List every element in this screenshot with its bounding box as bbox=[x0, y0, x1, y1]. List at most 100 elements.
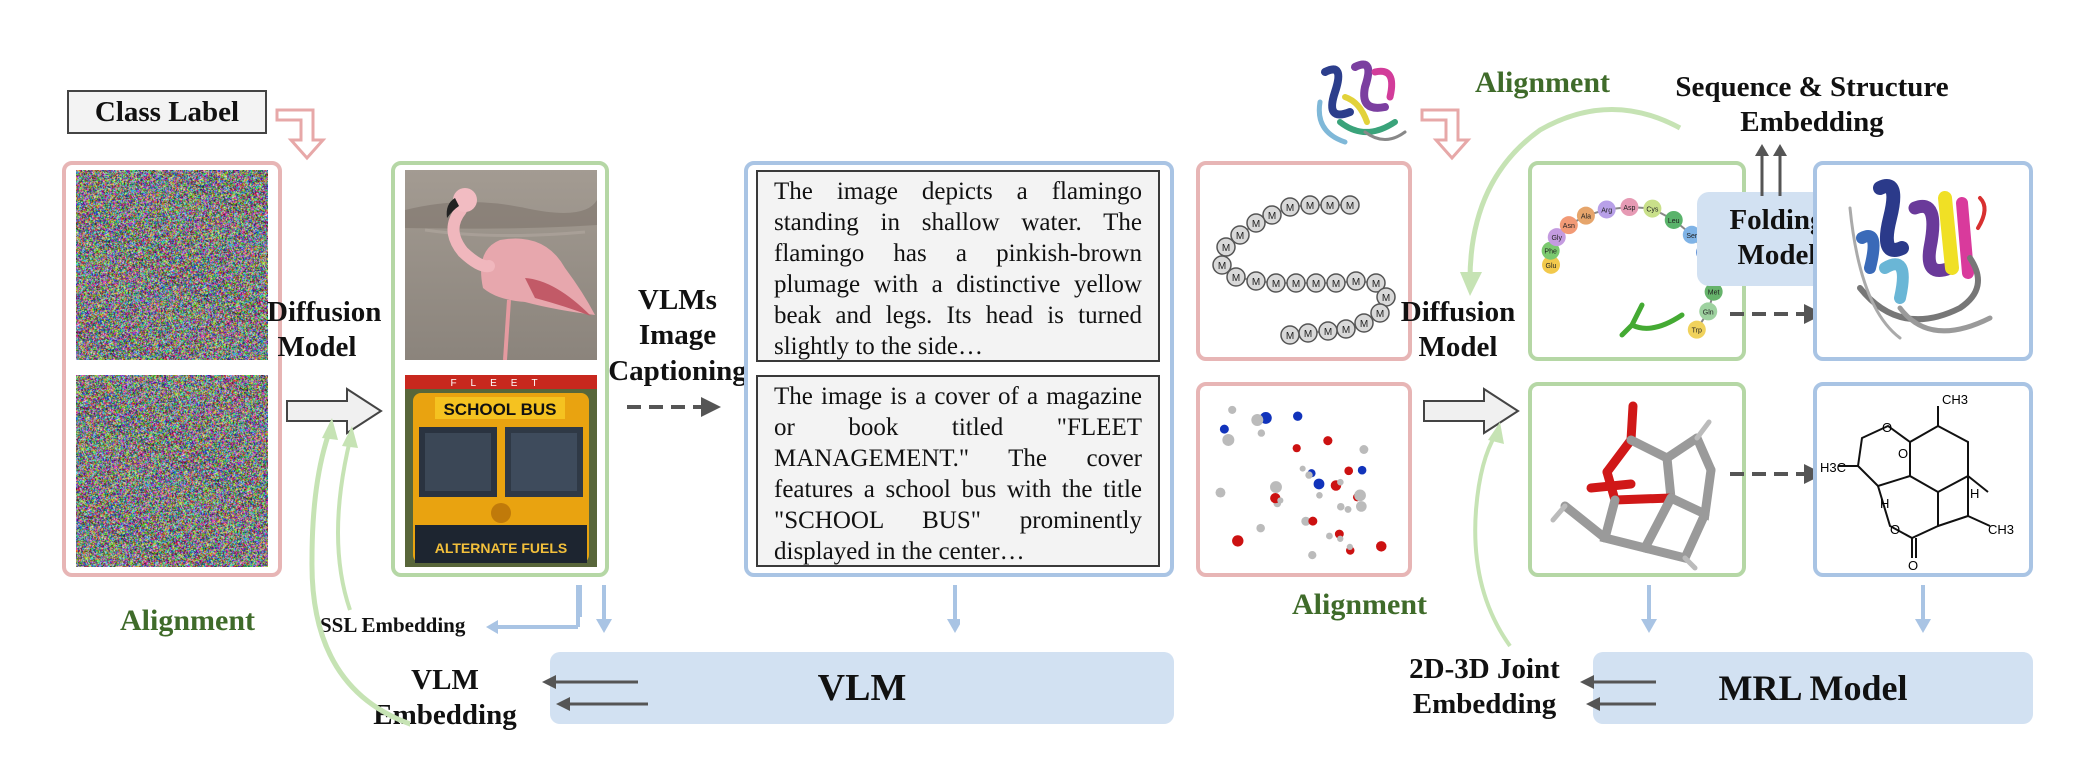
amino-acid-node: Gly bbox=[1547, 228, 1566, 247]
caption-school-bus: The image is a cover of a magazine or bo… bbox=[756, 375, 1160, 567]
residue-node: M bbox=[1366, 273, 1386, 293]
atom-point bbox=[1326, 532, 1333, 540]
atom-point bbox=[1336, 502, 1345, 511]
bus-sign: SCHOOL BUS bbox=[443, 400, 556, 419]
amino-acid-node: Phe bbox=[1541, 241, 1560, 260]
svg-text:M: M bbox=[1286, 331, 1294, 342]
diffusion-model-left-label: Diffusion Model bbox=[267, 296, 382, 364]
molecule-3d bbox=[1550, 401, 1716, 571]
atom-point bbox=[1256, 523, 1265, 533]
residue-node: M bbox=[1246, 271, 1266, 291]
alignment-left-label: Alignment bbox=[120, 604, 255, 637]
svg-text:M: M bbox=[1332, 279, 1340, 290]
atom-point bbox=[1228, 405, 1237, 414]
diffusion-arrow-right bbox=[1423, 387, 1520, 435]
svg-text:M: M bbox=[1252, 219, 1260, 230]
svg-text:M: M bbox=[1312, 279, 1320, 290]
diffusion-model-right-label: Diffusion Model bbox=[1400, 296, 1516, 364]
school-bus-cover-image: FLEET SCHOOL BUS ALTERNATE FUELS bbox=[405, 375, 597, 567]
amino-acid-node: Ala bbox=[1576, 206, 1595, 225]
svg-text:Gly: Gly bbox=[1551, 235, 1562, 242]
amino-acid-node: Gln bbox=[1699, 302, 1718, 321]
down-arrows-right bbox=[1641, 585, 1931, 633]
svg-text:Trp: Trp bbox=[1692, 328, 1702, 335]
svg-text:M: M bbox=[1286, 203, 1294, 214]
chem-h-1: H bbox=[1970, 486, 1979, 501]
svg-text:Phe: Phe bbox=[1544, 249, 1557, 256]
svg-text:M: M bbox=[1376, 309, 1384, 320]
class-label-text: Class Label bbox=[94, 95, 240, 128]
residue-node: M bbox=[1246, 213, 1266, 233]
vlm-captioning-label: VLMs Image Captioning bbox=[608, 284, 747, 387]
residue-node: M bbox=[1336, 319, 1356, 339]
atom-point bbox=[1359, 445, 1369, 454]
diffusion-arrow-left bbox=[286, 387, 383, 435]
point-cloud bbox=[1215, 405, 1387, 560]
down-arrows-left bbox=[486, 585, 960, 634]
residue-node: M bbox=[1346, 271, 1366, 291]
svg-text:M: M bbox=[1292, 279, 1300, 290]
residue-node: M bbox=[1320, 195, 1340, 215]
residue-node: M bbox=[1280, 325, 1300, 345]
chem-o-4: O bbox=[1908, 558, 1918, 573]
amino-acid-node: Asp bbox=[1620, 198, 1639, 217]
atom-point bbox=[1292, 444, 1301, 453]
atom-point bbox=[1376, 541, 1387, 552]
amino-acid-node: Ser bbox=[1682, 225, 1701, 244]
alignment-arrow-mid bbox=[1473, 422, 1512, 648]
atom-point bbox=[1346, 543, 1353, 550]
residue-node: M bbox=[1212, 255, 1232, 275]
embedding-arrows-up bbox=[1755, 144, 1787, 196]
residue-node: M bbox=[1298, 323, 1318, 343]
svg-text:M: M bbox=[1324, 327, 1332, 338]
atom-point bbox=[1305, 471, 1313, 479]
svg-text:Asn: Asn bbox=[1563, 223, 1575, 230]
atom-point bbox=[1257, 429, 1266, 437]
chem-ch3-right: CH3 bbox=[1988, 522, 2014, 537]
atom-point bbox=[1344, 466, 1354, 476]
chem-h3c-left: H3C bbox=[1820, 460, 1846, 475]
atom-point bbox=[1323, 436, 1333, 446]
protein-structure-icon bbox=[1316, 60, 1407, 145]
noise-image-bottom bbox=[76, 375, 268, 567]
molecule-2d-panel bbox=[1813, 382, 2033, 577]
atom-point bbox=[1337, 535, 1344, 542]
residue-node: M bbox=[1230, 225, 1250, 245]
point-cloud-panel bbox=[1196, 382, 1412, 577]
class-label-arrow bbox=[275, 108, 327, 161]
svg-text:Cys: Cys bbox=[1646, 207, 1659, 214]
atom-point bbox=[1293, 411, 1303, 421]
chem-o-2: O bbox=[1898, 446, 1908, 461]
mrl-model-bar: MRL Model bbox=[1593, 652, 2033, 724]
residue-node: M bbox=[1216, 237, 1236, 257]
svg-text:M: M bbox=[1382, 293, 1390, 304]
svg-text:Leu: Leu bbox=[1668, 218, 1680, 225]
residue-node: M bbox=[1226, 267, 1246, 287]
atom-point bbox=[1222, 433, 1235, 446]
amino-acid-node: Glu bbox=[1542, 255, 1561, 274]
joint-embedding-label: 2D-3D Joint Embedding bbox=[1409, 653, 1560, 721]
svg-text:M: M bbox=[1326, 201, 1334, 212]
svg-text:M: M bbox=[1352, 277, 1360, 288]
atom-point bbox=[1299, 465, 1306, 472]
flamingo-image bbox=[405, 170, 597, 360]
amino-acid-node: Leu bbox=[1664, 210, 1683, 229]
captioning-arrow bbox=[627, 397, 721, 417]
alignment-arrow-top bbox=[1460, 107, 1682, 296]
vlm-bar: VLM bbox=[550, 652, 1174, 724]
residue-node: M bbox=[1300, 195, 1320, 215]
atom-point bbox=[1354, 489, 1366, 502]
atom-point bbox=[1232, 535, 1244, 547]
residue-node: M bbox=[1306, 273, 1326, 293]
svg-text:M: M bbox=[1218, 261, 1226, 272]
residue-node: M bbox=[1318, 321, 1338, 341]
svg-text:Ala: Ala bbox=[1581, 214, 1591, 221]
amino-acid-node: Cys bbox=[1643, 199, 1662, 218]
mrl-model-label: MRL Model bbox=[1718, 668, 1908, 708]
atom-point bbox=[1355, 501, 1367, 512]
svg-text:M: M bbox=[1306, 201, 1314, 212]
amino-acid-node: Trp bbox=[1687, 320, 1706, 339]
amino-acid-chain: GluPheGlyAsnAlaArgAspCysLeuSerLysTyrMetG… bbox=[1541, 198, 1723, 339]
svg-text:M: M bbox=[1360, 319, 1368, 330]
